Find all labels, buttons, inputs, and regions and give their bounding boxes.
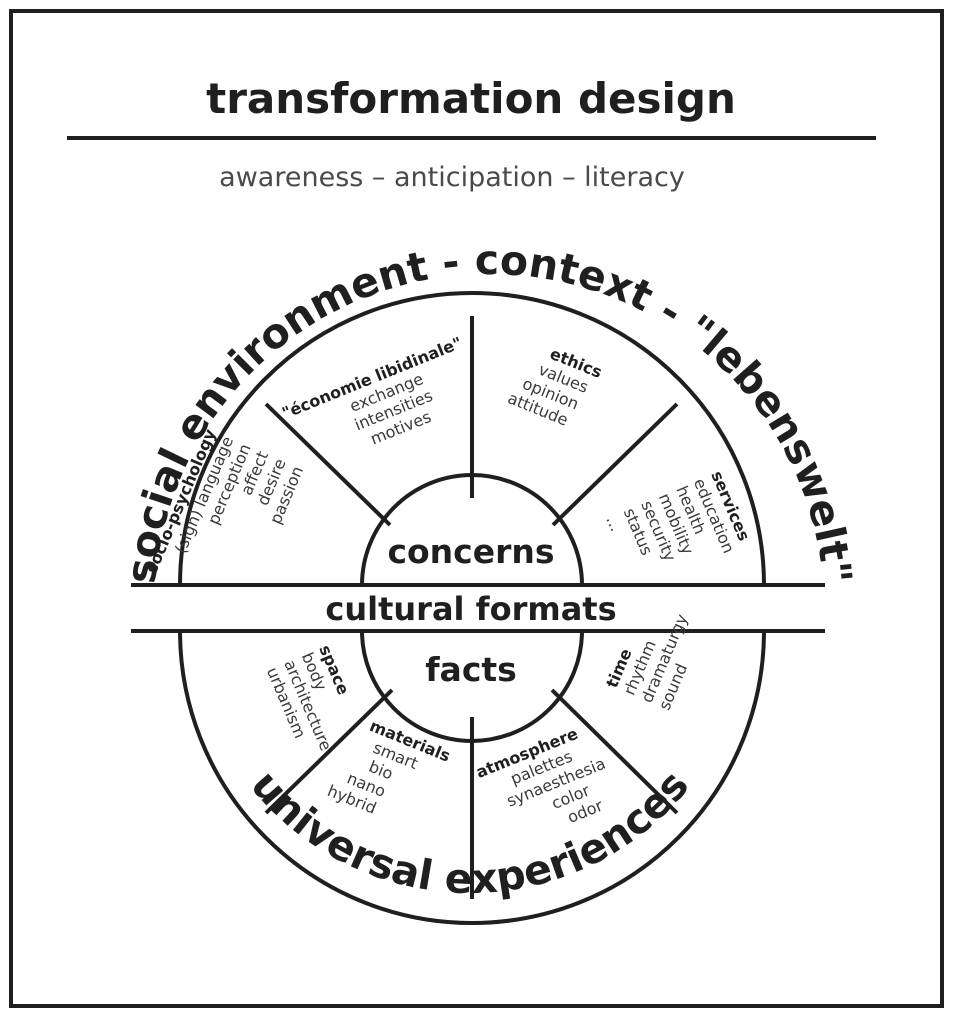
sector-services: services education health mobility secur… bbox=[602, 468, 753, 564]
spoke-top-right bbox=[551, 402, 679, 527]
arc-bottom-label: universal experiences bbox=[242, 761, 698, 903]
sector-materials: materials smart bio nano hybrid bbox=[325, 716, 453, 818]
hub-label-facts: facts bbox=[425, 650, 517, 689]
sector-atmosphere: atmosphere palettes synaesthesia color o… bbox=[473, 724, 608, 827]
spoke-top-left bbox=[264, 402, 392, 527]
sector-time: time rhythm dramaturgy sound bbox=[602, 611, 691, 713]
subtitle: awareness – anticipation – literacy bbox=[219, 162, 685, 193]
hub-label-concerns: concerns bbox=[387, 532, 554, 571]
spoke-bottom-left bbox=[264, 688, 394, 815]
band-label: cultural formats bbox=[325, 590, 616, 628]
sector-economie-libidinale: "économie libidinale" exchange intensiti… bbox=[279, 333, 464, 448]
page-title: transformation design bbox=[206, 74, 736, 123]
outer-frame bbox=[9, 9, 944, 1008]
sector-ethics: ethics values opinion attitude bbox=[505, 344, 605, 430]
sector-item: ... bbox=[602, 513, 625, 534]
sector-space: space body architecture urbanism bbox=[263, 642, 353, 753]
wheel-outer-arc-bottom bbox=[178, 630, 766, 925]
wheel-outer-arc-top bbox=[178, 291, 766, 586]
spoke-bottom-right bbox=[550, 688, 679, 815]
